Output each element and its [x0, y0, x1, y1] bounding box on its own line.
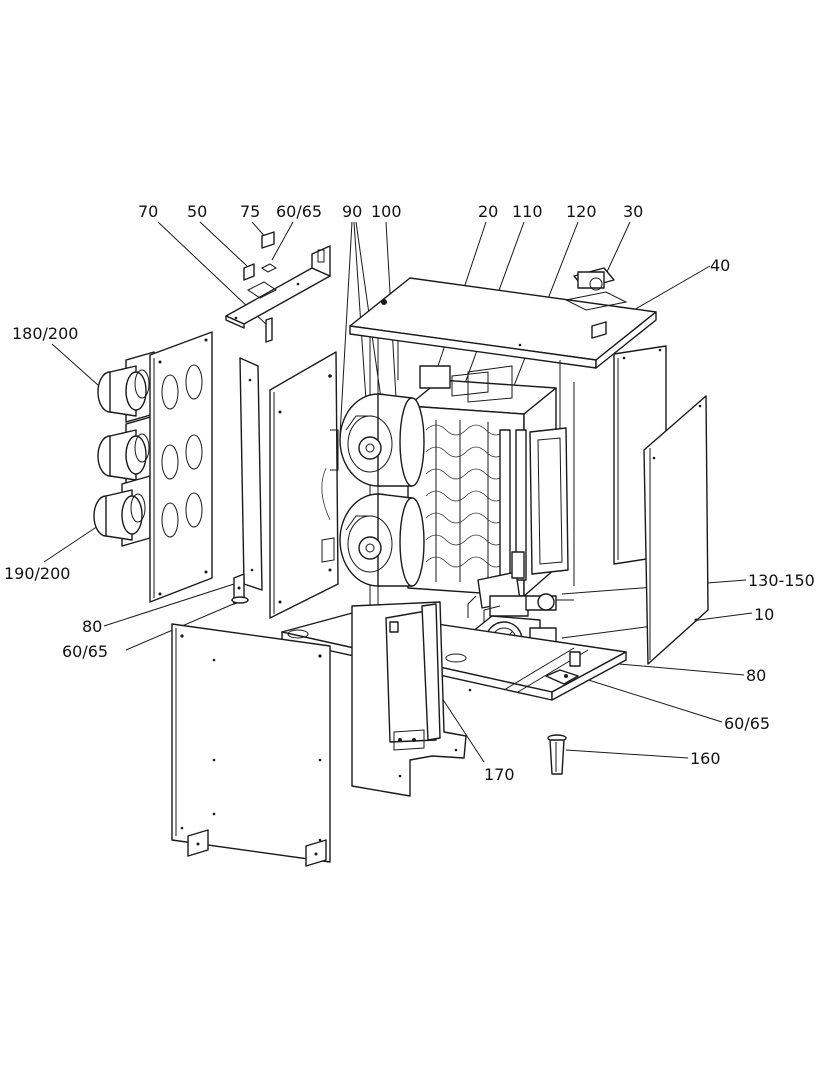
leader-190-200 [43, 521, 105, 563]
control-top-plate [225, 231, 331, 343]
leader-60-65-top [271, 221, 294, 261]
side-strip [239, 357, 263, 591]
callout-80-right: 80 [746, 666, 766, 685]
callout-60-65-left: 60/65 [62, 642, 108, 661]
flue-adapters [93, 351, 155, 547]
control-board-panel [351, 601, 467, 797]
leader-80-left [103, 583, 235, 627]
blower-lower [339, 493, 425, 587]
callout-120: 120 [566, 202, 597, 221]
flue-outlet-panel [149, 331, 213, 603]
callout-60-65-right: 60/65 [724, 714, 770, 733]
callout-20: 20 [478, 202, 498, 221]
leader-60-65-right [581, 677, 723, 723]
leader-160 [565, 749, 689, 759]
blower-upper [339, 393, 425, 487]
callout-10: 10 [754, 605, 774, 624]
callout-70: 70 [138, 202, 158, 221]
callout-90: 90 [342, 202, 362, 221]
callout-190-200: 190/200 [4, 564, 70, 583]
callout-labels: 70 50 75 60/65 90 100 20 110 120 30 40 1… [4, 202, 815, 784]
callout-110: 110 [512, 202, 543, 221]
leader-90a [339, 221, 353, 436]
callout-80-left: 80 [82, 617, 102, 636]
bracket-left [231, 573, 249, 605]
callout-40: 40 [710, 256, 730, 275]
callout-75: 75 [240, 202, 260, 221]
gas-valve-assembly [467, 551, 574, 618]
callout-30: 30 [623, 202, 643, 221]
callout-50: 50 [187, 202, 207, 221]
callout-170: 170 [484, 765, 515, 784]
callout-160: 160 [690, 749, 721, 768]
left-side-panel [269, 351, 339, 619]
front-panel [171, 623, 331, 867]
drain-tube [547, 734, 567, 775]
callout-100: 100 [371, 202, 402, 221]
leader-50 [199, 221, 248, 267]
callout-60-65-top: 60/65 [276, 202, 322, 221]
leader-30 [605, 221, 631, 275]
callout-180-200: 180/200 [12, 324, 78, 343]
callout-130-150: 130-150 [748, 571, 815, 590]
